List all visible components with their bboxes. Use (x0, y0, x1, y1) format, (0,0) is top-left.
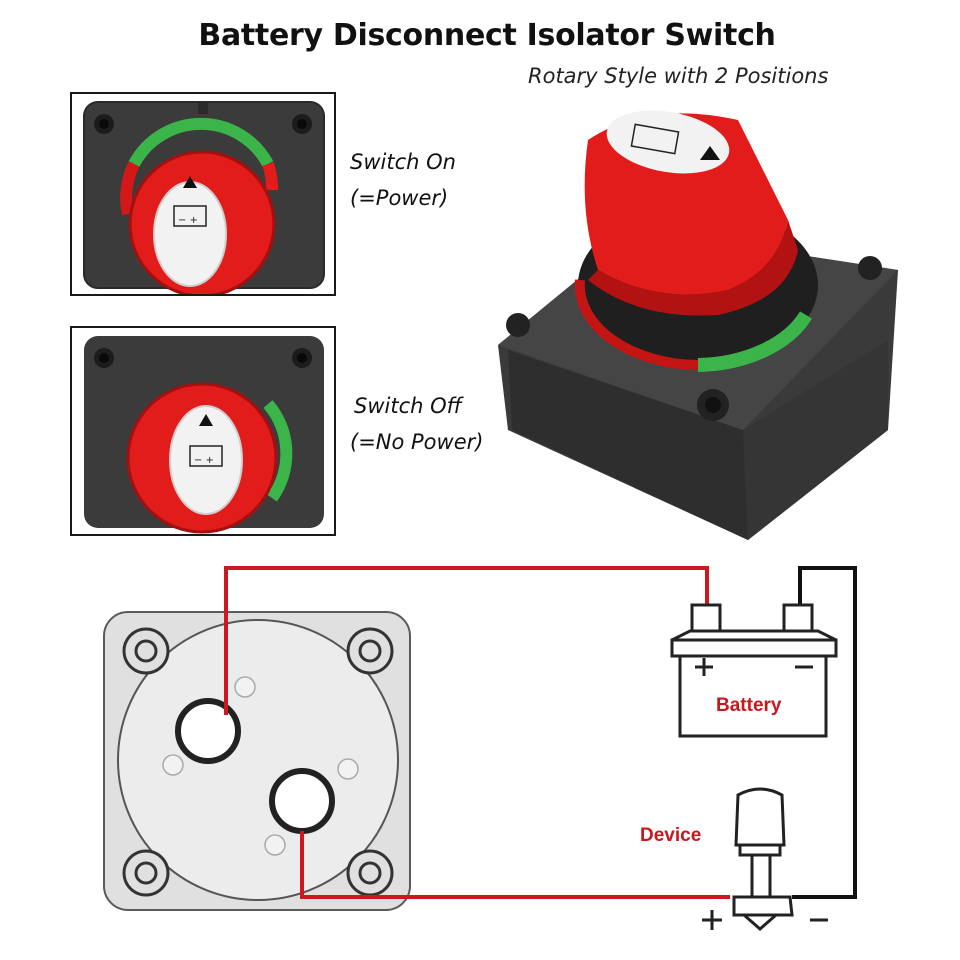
battery-label: Battery (716, 695, 782, 716)
page-title: Battery Disconnect Isolator Switch (198, 18, 776, 53)
switch-off-photo: − + (70, 326, 336, 536)
svg-text:− +: − + (194, 455, 214, 466)
outboard-motor-icon (702, 787, 828, 931)
svg-text:− +: − + (178, 215, 198, 226)
switch-on-label: Switch On (350, 150, 456, 174)
switch-back-plate (103, 611, 411, 911)
product-switch-image (488, 100, 908, 540)
page-subtitle: Rotary Style with 2 Positions (528, 64, 829, 88)
wiring-diagram (0, 555, 960, 960)
switch-off-caption: Switch Off (=No Power) (350, 388, 483, 460)
battery-icon (670, 603, 838, 738)
switch-off-sublabel: (=No Power) (350, 430, 484, 454)
switch-on-photo: − + (70, 92, 336, 296)
device-label: Device (640, 825, 702, 846)
switch-off-label: Switch Off (354, 394, 462, 418)
switch-on-caption: Switch On (=Power) (350, 144, 456, 216)
switch-on-sublabel: (=Power) (350, 186, 449, 210)
